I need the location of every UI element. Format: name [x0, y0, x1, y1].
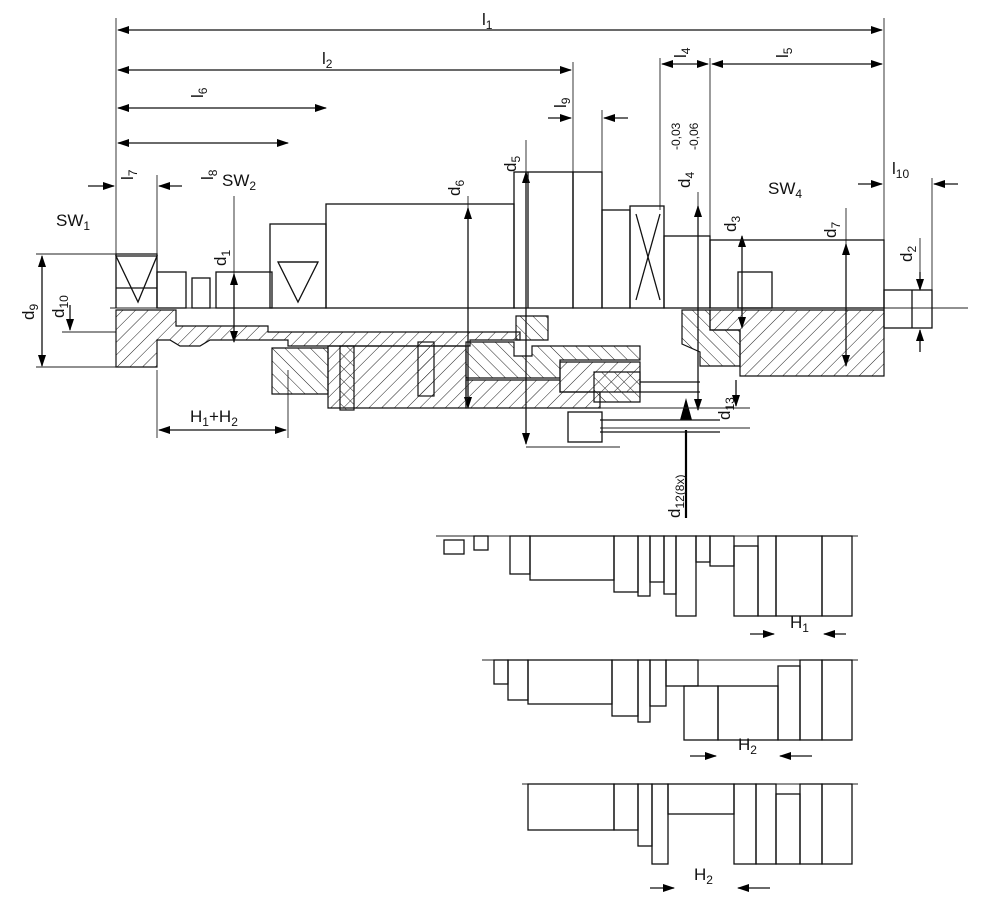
svg-text:l1: l1 [482, 10, 493, 32]
svg-text:l9: l9 [551, 97, 573, 108]
svg-text:d13: d13 [715, 397, 737, 420]
view-1 [436, 535, 858, 638]
labels: l1 l2 l6 l8 l7 l9 l4 l5 l10 SW1 SW2 SW4 … [19, 10, 919, 887]
svg-text:l10: l10 [892, 159, 909, 181]
svg-text:d1: d1 [211, 250, 233, 266]
svg-text:d3: d3 [721, 216, 743, 232]
svg-text:SW1: SW1 [56, 211, 90, 233]
svg-text:SW4: SW4 [768, 179, 802, 201]
svg-text:d7: d7 [821, 222, 843, 238]
svg-text:d2: d2 [897, 246, 919, 262]
svg-text:-0,06: -0,06 [687, 122, 701, 150]
svg-text:l5: l5 [773, 47, 795, 58]
svg-text:SW2: SW2 [222, 171, 256, 193]
svg-text:d12(8x): d12(8x) [665, 475, 687, 518]
svg-text:l2: l2 [322, 49, 333, 71]
svg-text:H2: H2 [738, 735, 757, 757]
svg-text:H1: H1 [790, 613, 809, 635]
svg-text:l6: l6 [188, 87, 210, 98]
svg-text:d4: d4 [675, 172, 697, 188]
svg-text:l4: l4 [671, 47, 693, 58]
svg-text:-0,03: -0,03 [669, 122, 683, 150]
svg-text:l7: l7 [118, 169, 140, 180]
svg-text:H1+H2: H1+H2 [190, 407, 238, 429]
svg-text:d6: d6 [445, 180, 467, 196]
main-assembly [110, 171, 968, 443]
svg-text:d10: d10 [49, 295, 71, 318]
view-2 [482, 659, 858, 760]
svg-text:d9: d9 [19, 304, 41, 320]
svg-text:H2: H2 [694, 865, 713, 887]
svg-text:l8: l8 [198, 169, 220, 180]
dimension-lines [36, 18, 958, 518]
view-3 [522, 783, 858, 892]
svg-text:d5: d5 [501, 156, 523, 172]
